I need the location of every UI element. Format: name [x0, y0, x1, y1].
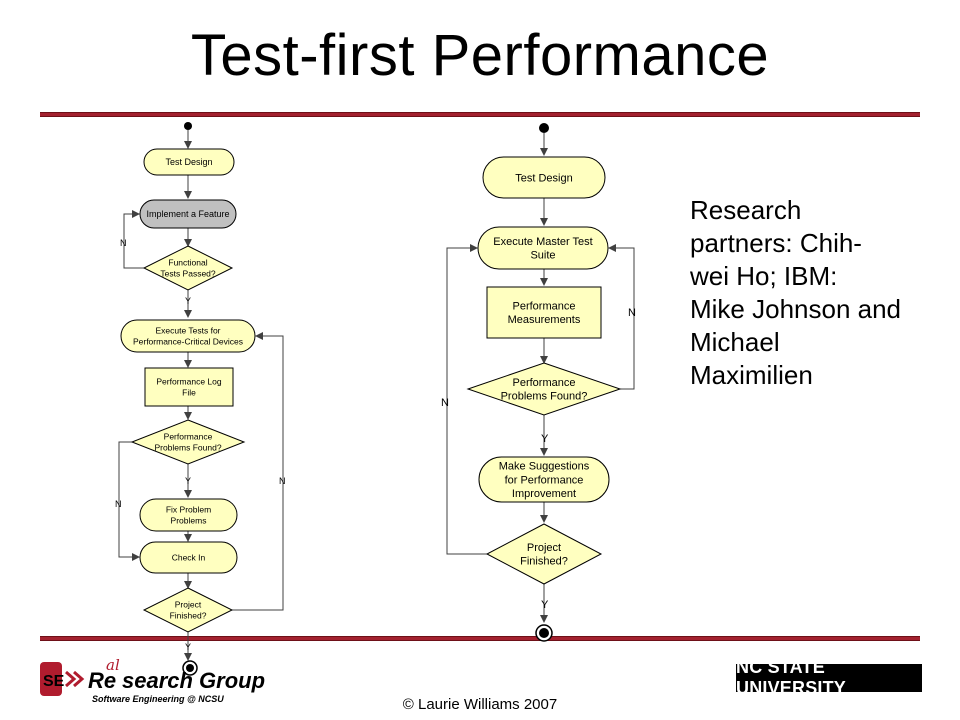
left-no-label: N	[115, 499, 122, 509]
right-execute-node-label: Execute Master Test	[493, 236, 592, 248]
left-perf-decision-label: Performance	[164, 432, 213, 442]
right-no-label: N	[441, 397, 449, 409]
right-perf-decision-label: Performance	[513, 377, 576, 389]
left-edge-no-loop	[232, 332, 284, 611]
left-fix-node-label: Fix Problem	[166, 505, 211, 515]
right-yes-label: Y	[541, 599, 549, 611]
left-check-in-node	[139, 541, 238, 574]
right-measurements-node	[486, 286, 602, 339]
left-edge-no-branch	[118, 441, 140, 561]
right-yes-label: Y	[541, 433, 549, 445]
research-partners-text: Research partners: Chih- wei Ho; IBM: Mi…	[690, 194, 955, 392]
left-yes-label: Y	[185, 476, 191, 486]
left-execute-node-label: Execute Tests for	[155, 326, 220, 336]
left-fix-node-label: Problems	[171, 515, 207, 525]
left-perf-decision	[130, 419, 246, 465]
bottom-divider	[40, 636, 920, 641]
left-start-node	[184, 122, 192, 130]
logo-badge-text: SE	[43, 673, 65, 690]
right-suggestions-node	[478, 456, 610, 503]
left-functional-decision-label: Functional	[168, 258, 207, 268]
side-text-line: Research	[690, 195, 802, 225]
left-functional-decision	[142, 245, 234, 291]
side-text-line: wei Ho; IBM:	[690, 261, 838, 291]
left-check-in-node-label: Check In	[172, 552, 206, 562]
research-group-logo: SE Re search Group al Software Engineeri…	[40, 658, 265, 704]
side-text-line: Maximilien	[690, 360, 813, 390]
right-perf-decision	[466, 362, 622, 416]
right-execute-node-label: Suite	[530, 250, 555, 262]
top-divider	[40, 112, 920, 117]
copyright-text: © Laurie Williams 2007	[402, 696, 558, 713]
right-suggestions-node-label: Make Suggestions	[499, 461, 590, 473]
logo-main-prefix: Re	[88, 668, 116, 693]
left-edge-no-loop	[123, 210, 144, 269]
right-perf-decision-label: Problems Found?	[501, 391, 588, 403]
left-log-node	[144, 367, 234, 407]
left-yes-label: Y	[185, 642, 191, 652]
left-log-node-label: File	[182, 387, 196, 397]
left-execute-node-label: Performance-Critical Devices	[133, 336, 243, 346]
left-implement-node-label: Implement a Feature	[146, 209, 229, 219]
right-no-label: N	[628, 307, 636, 319]
left-no-label: N	[279, 476, 286, 486]
right-finished-decision	[485, 523, 603, 585]
side-text-line: partners: Chih-	[690, 228, 862, 258]
right-measurements-node-label: Measurements	[508, 314, 581, 326]
logo-handwritten-mark: al	[106, 658, 120, 674]
left-functional-decision-label: Tests Passed?	[160, 268, 216, 278]
left-log-node-label: Performance Log	[156, 377, 221, 387]
left-end-node-core	[186, 664, 194, 672]
left-implement-node	[139, 199, 237, 229]
chevron-right-icon	[65, 670, 85, 688]
logo-subtitle: Software Engineering @ NCSU	[92, 694, 224, 704]
left-perf-decision-label: Problems Found?	[154, 442, 221, 452]
side-text-line: Mike Johnson and	[690, 294, 902, 324]
logo-main-suffix: search Group	[122, 668, 265, 693]
left-finished-decision-label: Finished?	[170, 610, 207, 620]
right-suggestions-node-label: for Performance	[505, 474, 584, 486]
left-test-design-node	[143, 148, 235, 176]
right-edge-no-loop	[608, 244, 635, 390]
left-test-design-node-label: Test Design	[165, 157, 212, 167]
left-finished-decision	[142, 587, 234, 633]
left-fix-node	[139, 498, 238, 532]
slide-title: Test-first Performance	[190, 23, 770, 88]
left-yes-label: Y	[185, 296, 191, 306]
right-edge-no-loop	[446, 244, 487, 555]
side-text-line: Michael	[690, 327, 780, 357]
left-finished-decision-label: Project	[175, 600, 202, 610]
logo-badge-shape	[40, 662, 62, 696]
right-measurements-node-label: Performance	[513, 300, 576, 312]
right-start-node	[539, 123, 549, 133]
right-test-design-node	[482, 156, 606, 199]
right-execute-node	[477, 226, 609, 270]
left-execute-node	[120, 319, 256, 353]
nc-state-logo: NC STATE UNIVERSITY	[736, 657, 922, 698]
right-test-design-node-label: Test Design	[515, 172, 572, 184]
right-end-node-core	[539, 628, 549, 638]
left-no-label: N	[120, 238, 127, 248]
right-finished-decision-label: Project	[527, 542, 561, 554]
right-suggestions-node-label: Improvement	[512, 488, 576, 500]
right-finished-decision-label: Finished?	[520, 556, 568, 568]
